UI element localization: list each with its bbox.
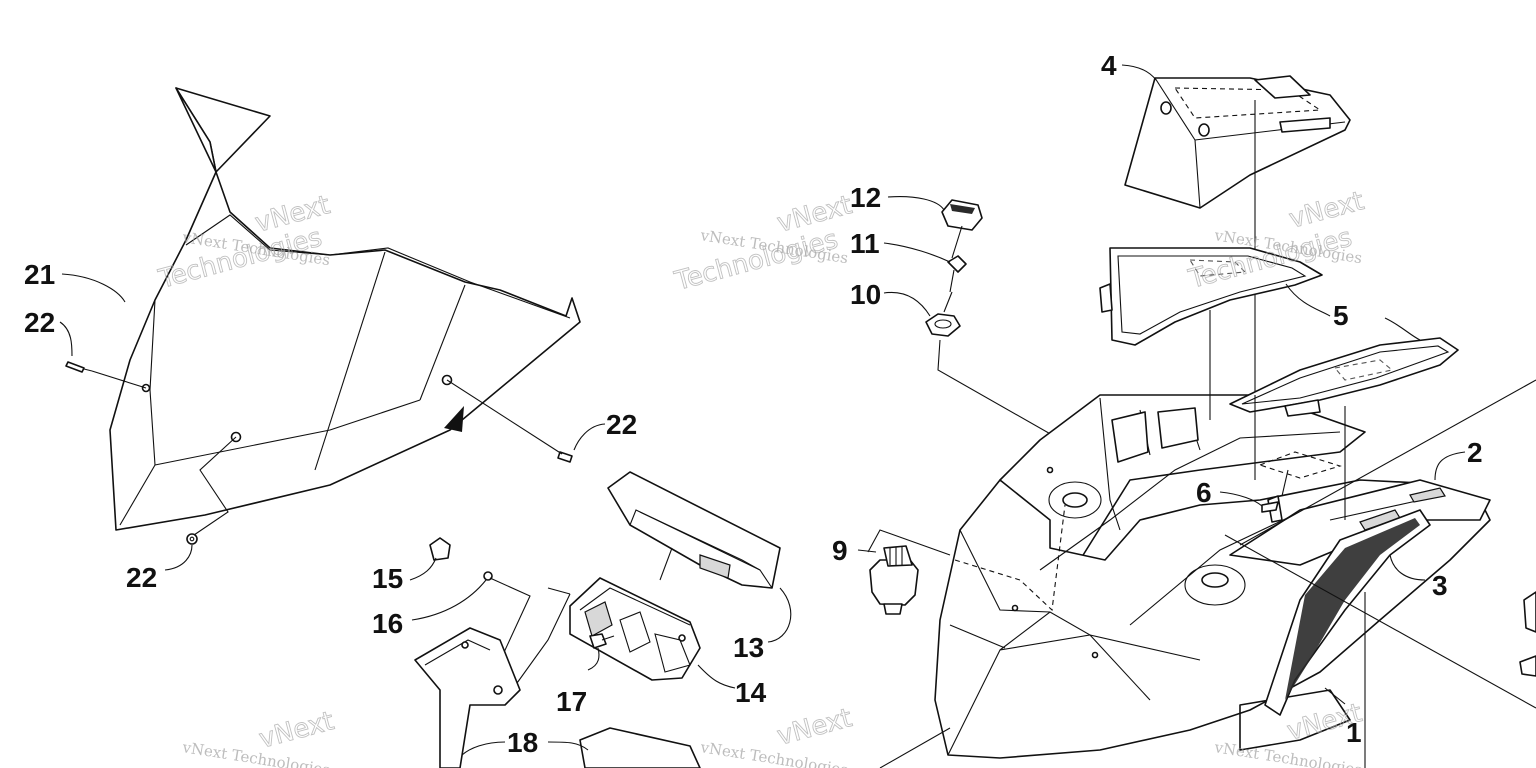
callout-6: 6 (1196, 477, 1212, 508)
screw-22-right (557, 451, 573, 463)
decal-strip-part (1264, 509, 1431, 716)
callout-17: 17 (556, 686, 587, 717)
callout-10: 10 (850, 279, 881, 310)
callout-13: 13 (733, 632, 764, 663)
svg-text:vNext Technologies: vNext Technologies (698, 738, 849, 768)
callout-15: 15 (372, 563, 403, 594)
windscreen-upper-part (1099, 247, 1323, 346)
grommet-15 (429, 537, 451, 561)
switch-part (869, 545, 919, 615)
callout-21: 21 (24, 259, 55, 290)
callout-12: 12 (850, 182, 881, 213)
steering-bracket-part (414, 627, 701, 768)
watermark-bottom-left: vNext vNext Technologies (180, 706, 337, 768)
top-cover-part (1124, 75, 1351, 209)
callout-22-b: 22 (606, 409, 637, 440)
windscreen-lower-part (1229, 337, 1459, 417)
callout-22-a: 22 (24, 307, 55, 338)
callout-16: 16 (372, 608, 403, 639)
callout-9: 9 (832, 535, 848, 566)
watermark-bottom-center: vNext vNext Technologies (698, 703, 855, 768)
mounting-bracket-part (569, 577, 701, 681)
callout-14: 14 (735, 677, 767, 708)
screw-6 (1261, 495, 1283, 523)
bolt-17 (589, 633, 615, 649)
callout-4: 4 (1101, 50, 1117, 81)
instrument-housing-part (607, 471, 781, 589)
callout-11: 11 (850, 228, 880, 259)
callout-2: 2 (1467, 437, 1483, 468)
callout-5: 5 (1333, 300, 1349, 331)
callout-1: 1 (1346, 717, 1362, 748)
callout-22-c: 22 (126, 562, 157, 593)
watermark-center: vNext vNext Technologies Technologies (671, 190, 856, 298)
key-part (947, 255, 967, 293)
ignition-nut-part (925, 313, 961, 337)
washer-22-bottom (186, 533, 198, 545)
svg-text:vNext: vNext (256, 706, 337, 755)
windshield-part (109, 87, 581, 531)
ignition-cap-part (941, 199, 983, 231)
side-panel-part (1229, 479, 1491, 566)
callout-3: 3 (1432, 570, 1448, 601)
screw-22-left (65, 361, 93, 373)
callout-18: 18 (507, 727, 538, 758)
svg-text:vNext: vNext (774, 703, 855, 752)
